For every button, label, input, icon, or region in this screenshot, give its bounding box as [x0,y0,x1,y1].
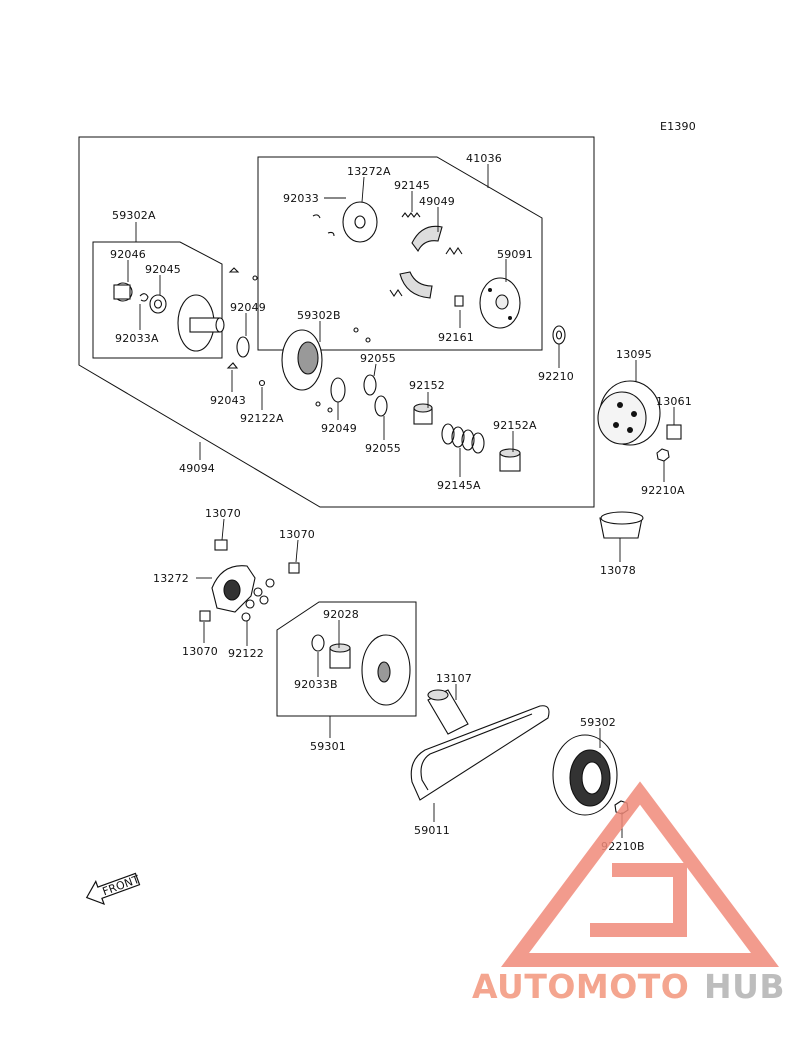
part-13272-ramp-plate [199,539,300,622]
part-label: 92033B [294,678,338,691]
part-13272A-plate [342,201,378,243]
part-92045-bearing [149,294,167,314]
part-label: 92122A [240,412,284,425]
part-label: 13095 [616,348,652,361]
part-13061-collar [666,424,682,440]
part-label: 13107 [436,672,472,685]
part-label: 92046 [110,248,146,261]
part-92122-rollers [241,578,275,622]
part-label: 13061 [656,395,692,408]
part-59011-drive-belt [410,705,550,801]
part-label: 13272A [347,165,391,178]
part-13078-sleeve [599,511,644,539]
part-92210A-nut [656,448,670,462]
part-label: 92145A [437,479,481,492]
part-label: 92049 [321,422,357,435]
part-label: 92122 [228,647,264,660]
part-label: 92145 [394,179,430,192]
part-label: 92152 [409,379,445,392]
part-92033A-clip [139,293,149,302]
part-label: 92033 [283,192,319,205]
assembly-outline-59302A [92,241,223,359]
part-label: 92210A [641,484,685,497]
leader-lines [127,164,675,838]
part-92152A-collar [499,448,521,472]
assembly-outline-59301 [276,601,417,717]
part-label: 92161 [438,331,474,344]
part-label: 92033A [115,332,159,345]
automotohub-logo [501,781,779,967]
part-92049-oring-a [236,336,250,358]
front-label: FRONT [101,873,142,898]
part-label: 92049 [230,301,266,314]
part-92145-spring [401,212,421,218]
part-13095-clutch-drum [597,380,661,446]
part-label: 13070 [182,645,218,658]
part-59302-sheave [552,734,618,816]
part-92028-bushing [329,643,351,669]
part-label: 92045 [145,263,181,276]
part-92033B-washer [311,634,325,652]
part-label: 59011 [414,824,450,837]
part-label: 59301 [310,740,346,753]
part-label: 13070 [279,528,315,541]
part-label: 13078 [600,564,636,577]
part-92122A-pin [258,379,266,387]
part-59301-sheave [361,634,411,706]
part-label: 92210 [538,370,574,383]
watermark-text-automoto: AUTOMOTO [472,967,689,1006]
part-label: 92210B [601,840,645,853]
front-direction-marker: FRONT [85,872,142,906]
part-49049-shoes [389,225,463,299]
part-92046-bearing [113,282,133,302]
part-label: 92043 [210,394,246,407]
part-13107-collar [427,689,469,735]
part-92145A-spring [441,423,485,454]
part-label: 59302A [112,209,156,222]
part-label: 13272 [153,572,189,585]
part-92152-collar [413,403,433,425]
part-59302B-sheave [281,327,371,413]
part-59091-drive-plate [479,277,521,329]
part-label: 49049 [419,195,455,208]
part-92033-clips [312,214,335,237]
part-label: 92055 [360,352,396,365]
part-label: 92055 [365,442,401,455]
part-92161-collar [454,295,464,307]
assembly-outline-41036 [257,156,543,351]
watermark-text-hub: HUB [704,967,785,1006]
part-59302A-sheave [177,294,225,352]
part-label: 92152A [493,419,537,432]
part-label: 13070 [205,507,241,520]
part-92210-nut [552,325,566,345]
part-label: 92028 [323,608,359,621]
part-label: 59302B [297,309,341,322]
diagram-code: E1390 [660,120,696,133]
part-92055-ring-b [374,395,388,417]
part-label: 49094 [179,462,215,475]
part-label: 59302 [580,716,616,729]
part-92055-ring-a [363,374,377,396]
part-label: 59091 [497,248,533,261]
assembly-outline-49094 [78,136,595,508]
part-92043-pin [226,267,258,369]
part-92049-oring-b [330,377,346,403]
part-label: 41036 [466,152,502,165]
